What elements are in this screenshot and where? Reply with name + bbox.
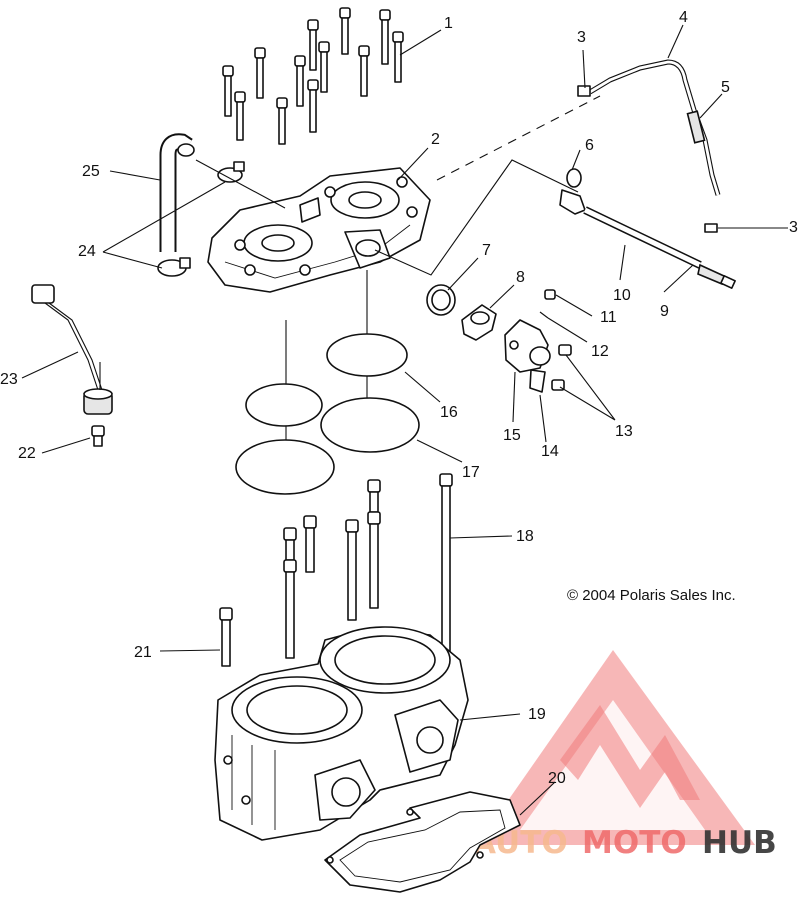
o-ring-upper-left bbox=[245, 383, 323, 427]
leader-lines bbox=[21, 24, 788, 816]
watermark-text-moto: MOTO bbox=[582, 825, 687, 861]
hose-clamp-lower bbox=[157, 257, 191, 277]
thermostat bbox=[461, 304, 497, 341]
callout-13: 13 bbox=[615, 423, 633, 440]
o-ring-lower-left bbox=[235, 439, 335, 495]
sensor-wire-assembly bbox=[577, 59, 721, 233]
head-bolts bbox=[222, 7, 404, 145]
housing-bolts bbox=[551, 344, 572, 391]
head-bolt bbox=[234, 91, 246, 141]
o-ring-upper-right bbox=[326, 333, 408, 377]
copyright-notice: © 2004 Polaris Sales Inc. bbox=[567, 587, 736, 604]
base-gasket bbox=[324, 791, 521, 893]
head-bolt bbox=[307, 19, 319, 71]
grommet-bolt bbox=[91, 425, 105, 447]
thermostat-housing bbox=[504, 319, 551, 373]
watermark-text-hub: HUB bbox=[702, 825, 777, 861]
callout-21: 21 bbox=[134, 644, 152, 661]
head-bolt bbox=[318, 41, 330, 93]
callout-23: 23 bbox=[0, 371, 18, 388]
head-bolt bbox=[379, 9, 391, 65]
callout-12: 12 bbox=[591, 343, 609, 360]
head-bolt bbox=[254, 47, 266, 99]
watermark-m-shape bbox=[560, 705, 700, 808]
callout-10: 10 bbox=[613, 287, 631, 304]
callout-7: 7 bbox=[482, 242, 491, 259]
head-bolt bbox=[294, 55, 306, 107]
callout-6: 6 bbox=[585, 137, 594, 154]
small-screw bbox=[544, 289, 556, 300]
cylinder-bolts bbox=[219, 473, 453, 667]
cylinder-block bbox=[214, 626, 469, 841]
watermark-triangle-cut bbox=[520, 700, 705, 830]
head-bolt bbox=[358, 45, 370, 97]
callout-3a: 3 bbox=[577, 29, 586, 46]
sensor-clip bbox=[577, 85, 591, 97]
washer bbox=[566, 168, 582, 188]
head-bolt bbox=[307, 79, 319, 133]
callout-2: 2 bbox=[431, 131, 440, 148]
callout-8: 8 bbox=[516, 269, 525, 286]
watermark-logo: AUTO MOTO HUB bbox=[472, 650, 777, 861]
callout-1: 1 bbox=[444, 15, 453, 32]
head-bolt bbox=[276, 97, 288, 145]
sensor-clip-small bbox=[704, 223, 718, 233]
callout-18: 18 bbox=[516, 528, 534, 545]
housing-bracket bbox=[529, 369, 546, 393]
callout-22: 22 bbox=[18, 445, 36, 462]
callout-11: 11 bbox=[600, 309, 617, 326]
callout-17: 17 bbox=[462, 464, 480, 481]
knock-sensor bbox=[31, 284, 103, 391]
bypass-hose bbox=[159, 133, 195, 252]
head-bolt bbox=[392, 31, 404, 83]
callout-19: 19 bbox=[528, 706, 546, 723]
temperature-sender bbox=[559, 189, 736, 289]
callout-labels: 1 2 3 3 4 5 6 7 8 9 10 11 12 13 14 15 16… bbox=[0, 9, 798, 787]
callout-3b: 3 bbox=[789, 219, 798, 236]
callout-15: 15 bbox=[503, 427, 521, 444]
callout-20: 20 bbox=[548, 770, 566, 787]
callout-25: 25 bbox=[82, 163, 100, 180]
hose-clamp-upper bbox=[217, 161, 245, 183]
callout-24: 24 bbox=[78, 243, 96, 260]
callout-5: 5 bbox=[721, 79, 730, 96]
callout-4: 4 bbox=[679, 9, 688, 26]
callout-9: 9 bbox=[660, 303, 669, 320]
head-bolt bbox=[222, 65, 234, 117]
rubber-grommet bbox=[83, 388, 113, 415]
o-ring-lower-right bbox=[320, 397, 420, 453]
cylinder-head bbox=[207, 167, 431, 293]
callout-14: 14 bbox=[541, 443, 559, 460]
callout-16: 16 bbox=[440, 404, 458, 421]
head-bolt bbox=[339, 7, 351, 55]
